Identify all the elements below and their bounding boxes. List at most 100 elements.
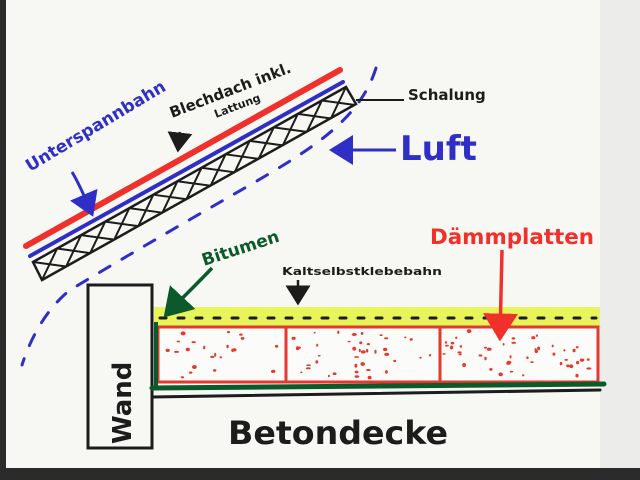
insulation-dot [444,341,448,344]
insulation-dot [466,329,472,334]
roof-batten-cross-stroke [209,153,227,187]
insulation-dot [526,356,529,360]
insulation-dot [374,349,377,354]
roof-batten-cross-stroke [330,86,347,119]
label-luft: Luft [400,129,477,169]
insulation-dot [486,347,492,351]
insulation-dot [313,332,316,334]
roof-batten-cross-stroke [41,248,58,281]
insulation-dot [295,346,300,351]
insulation-dot [450,341,455,345]
insulation-dot [358,348,361,353]
insulation-dot [379,334,383,336]
floor-assembly [149,307,607,399]
insulation-dot [442,353,446,355]
insulation-dot [210,355,215,358]
insulation-dot [506,363,511,365]
insulation-dot [191,341,196,344]
insulation-dot [535,334,539,337]
insulation-dot [385,370,388,374]
insulation-dot [458,353,462,356]
arrow-icon [167,131,193,153]
roof-batten-cross-stroke [113,207,131,241]
insulation-dot [530,361,534,363]
insulation-dot [511,337,516,340]
insulation-dot [483,346,487,349]
insulation-dot [367,375,372,380]
insulation-dot [419,356,422,359]
insulation-dot [429,353,432,357]
insulation-dot [365,348,369,353]
roof-batten-cross-stroke [305,100,323,133]
insulation-dot [300,371,303,374]
insulation-dot [366,369,371,371]
insulation-dot [180,376,185,379]
insulation-dot [551,344,554,348]
insulation-dot [575,373,579,378]
insulation-dot [354,363,358,368]
roof-blue-membrane [28,80,345,258]
arrow-icon [163,266,214,318]
roof-batten-cross-stroke [185,167,203,200]
insulation-dot [203,345,206,350]
insulation-dot [586,358,590,361]
insulation-dot [444,344,449,347]
insulation-dot [192,365,197,369]
insulation-dot [354,356,359,358]
insulation-dot [354,375,360,378]
insulation-dot [462,363,466,367]
insulation-dot [317,355,321,357]
insulation-dot [360,332,364,335]
insulation-dot [563,349,566,352]
insulation-dot [219,356,222,359]
insulation-dot [559,361,563,366]
insulation-dot [214,352,217,357]
insulation-dot [459,345,463,348]
insulation-dot [165,348,170,352]
insulation-dot [180,331,186,336]
insulation-dot [409,338,413,341]
insulation-dot [174,350,179,353]
insulation-dot [366,343,370,346]
insulation-dot [564,359,569,361]
insulation-dot [239,333,243,336]
roof-batten-cross-stroke [257,126,275,160]
label-betondecke: Betondecke [228,414,448,452]
roof-batten-cross-stroke [233,140,251,173]
insulation-dot [484,356,487,361]
roof-batten-cross-stroke [89,221,107,254]
insulation-dot [185,347,190,352]
insulation-dot [586,367,592,370]
roof-batten-cross-stroke [281,113,299,146]
insulation-dot [360,362,366,366]
insulation-dot [347,340,351,343]
insulation-dot [498,372,503,377]
insulation-dot [552,352,556,356]
insulation-dot [291,336,296,340]
insulation-dot [569,364,574,369]
insulation-dot [457,351,462,354]
insulation-dot [232,348,237,352]
roof-batten-cross-stroke [65,234,83,267]
insulation-texture-dots [165,329,592,380]
insulation-dot [509,355,512,359]
insulation-dot [213,369,217,372]
insulation-dot [360,350,366,354]
label-wand: Wand [108,362,138,444]
insulation-dot [384,352,390,356]
insulation-dot [579,358,585,362]
label-daemmplatten: Dämmplatten [430,225,594,249]
air-gap-dashed-line [20,66,378,367]
arrow-icon [483,249,519,342]
insulation-dot [305,367,311,370]
wall-outline [86,283,154,450]
insulation-dot [531,336,536,340]
insulation-dot [352,346,357,351]
insulation-dot [572,348,576,353]
insulation-dot [393,359,397,363]
roof-batten-cross-stroke [137,194,155,227]
insulation-dot [315,360,319,364]
insulation-dot [274,344,279,348]
